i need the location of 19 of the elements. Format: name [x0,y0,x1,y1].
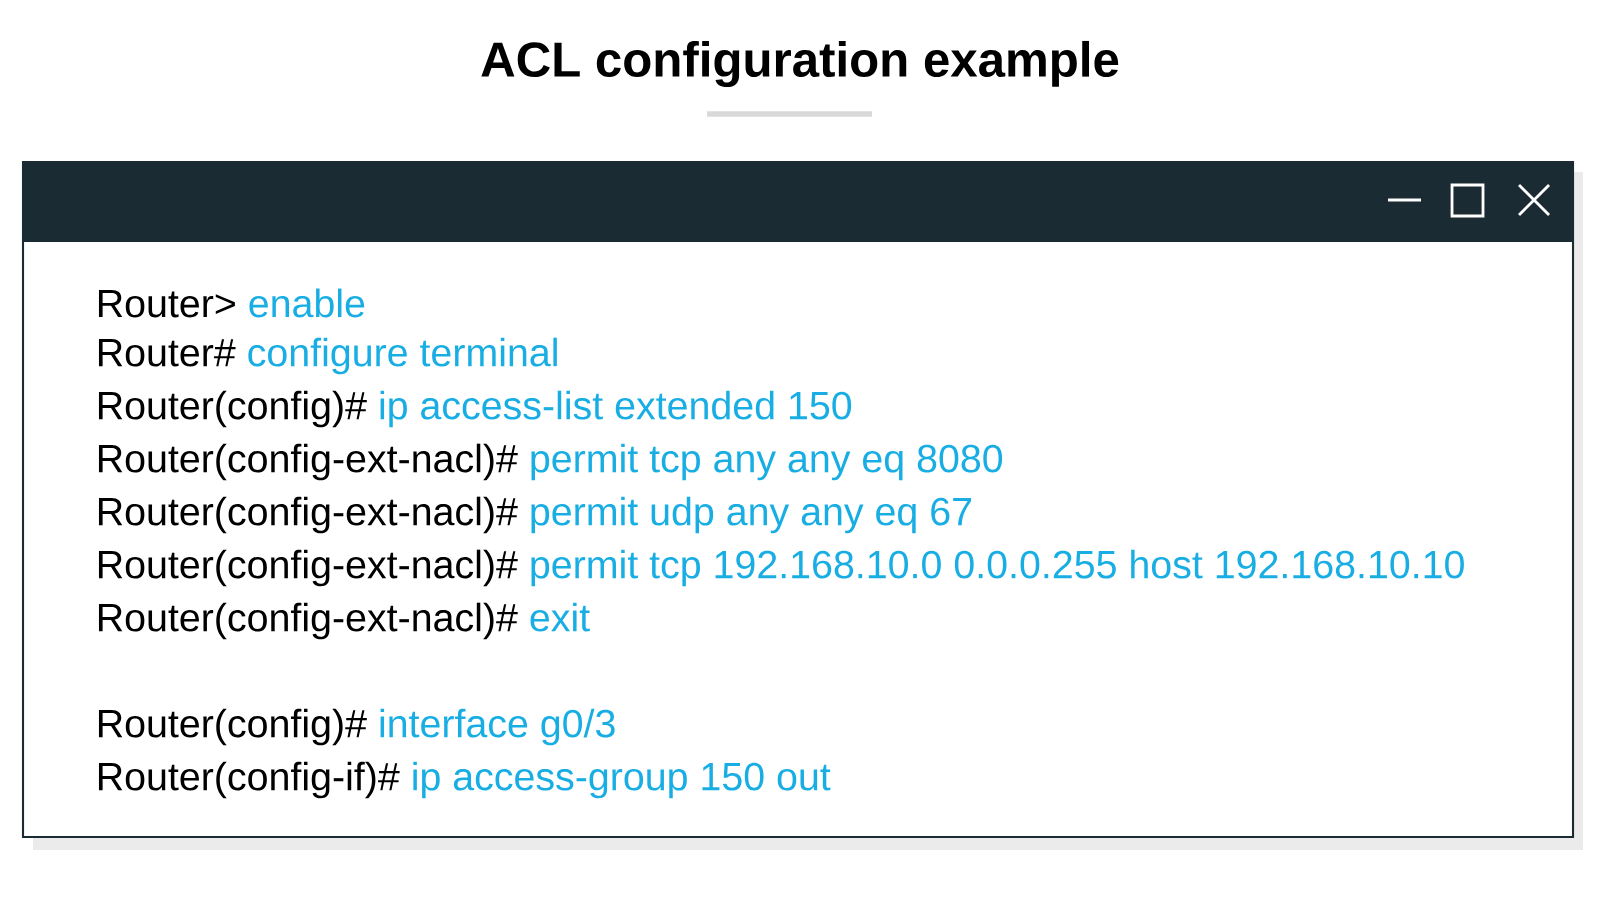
prompt-text: Router(config-if)# [98,761,400,799]
command-text: enable [249,288,365,318]
prompt-text: Router# [98,339,236,367]
command-text: interface g0/3 [380,708,615,746]
command-text: permit tcp any any eq 8080 [531,443,1003,481]
command-text: configure terminal [248,337,557,375]
prompt-text: Router(config-ext-nacl)# [98,549,518,587]
prompt-text: Router(config-ext-nacl)# [98,602,518,640]
prompt-text: Router(config-ext-nacl)# [98,496,518,534]
title: ACL configuration example [481,40,1119,88]
command-text: permit tcp 192.168.10.0 0.0.0.255 host 192.168.10.10 [531,549,1464,587]
command-text: permit udp any any eq 67 [531,496,972,534]
command-text: exit [530,602,590,632]
prompt-text: Router> [98,290,235,318]
prompt-text: Router(config)# [98,708,367,746]
prompt-text: Router(config)# [98,390,367,428]
command-text: ip access-list extended 150 [380,390,852,428]
prompt-text: Router(config-ext-nacl)# [98,443,518,481]
command-text: ip access-group 150 out [413,761,831,799]
